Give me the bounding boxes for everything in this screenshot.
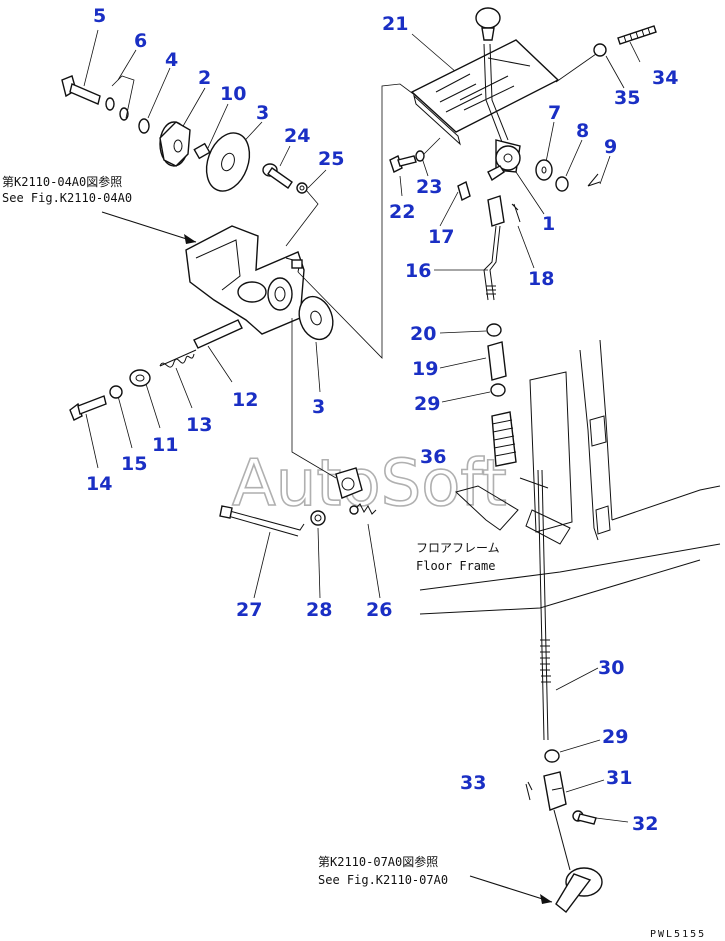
bolt-part-22 xyxy=(389,155,417,173)
bolt-part-14 xyxy=(69,395,107,421)
washer-3-lower xyxy=(298,295,334,341)
callout-19: 19 xyxy=(412,358,438,380)
nut-part-29-lower xyxy=(544,749,560,763)
nut-part-8 xyxy=(555,176,569,192)
callout-22: 22 xyxy=(389,201,415,223)
rod-part-16 xyxy=(483,195,505,301)
rod-part-27 xyxy=(219,505,305,537)
leader-lines xyxy=(83,29,641,823)
cap-part-11 xyxy=(129,369,151,387)
nut-part-20 xyxy=(486,323,502,337)
callout-3-lower: 3 xyxy=(312,396,325,418)
floor-frame-note-jp: フロアフレーム xyxy=(416,541,500,555)
washer-part-6a xyxy=(105,97,115,111)
coupler-part-19 xyxy=(487,341,507,381)
callout-13: 13 xyxy=(186,414,212,436)
callout-36: 36 xyxy=(420,446,446,468)
callout-25: 25 xyxy=(318,148,344,170)
nut-part-29-upper xyxy=(490,383,506,397)
callout-34: 34 xyxy=(652,67,678,89)
reference-arrow-lower xyxy=(469,875,553,904)
lever-bracket xyxy=(185,225,305,335)
lever-plate-part-21 xyxy=(410,39,560,146)
callout-14: 14 xyxy=(86,473,112,495)
bellcrank xyxy=(335,467,363,499)
callout-5: 5 xyxy=(93,5,106,27)
callout-4: 4 xyxy=(165,49,178,71)
bolt-part-24 xyxy=(262,163,293,189)
callout-16: 16 xyxy=(405,260,431,282)
callout-33: 33 xyxy=(460,772,486,794)
callout-12: 12 xyxy=(232,389,258,411)
drawing-code: PWL5155 xyxy=(650,929,706,940)
callout-27: 27 xyxy=(236,599,262,621)
callout-10: 10 xyxy=(220,83,246,105)
callout-35: 35 xyxy=(614,87,640,109)
pin-part-9 xyxy=(587,173,601,187)
callout-1: 1 xyxy=(542,213,555,235)
rod-part-12 xyxy=(193,319,243,349)
nut-part-15 xyxy=(109,385,123,399)
callout-20: 20 xyxy=(410,323,436,345)
lower-lever xyxy=(553,809,603,913)
floor-frame-note-en: Floor Frame xyxy=(416,559,495,573)
pulley-part-2 xyxy=(159,121,191,167)
callout-30: 30 xyxy=(598,657,624,679)
spring-part-13 xyxy=(159,349,197,368)
rod-part-30 xyxy=(537,469,551,741)
callout-26: 26 xyxy=(366,599,392,621)
callout-17: 17 xyxy=(428,226,454,248)
callout-21: 21 xyxy=(382,13,408,35)
washer-part-23 xyxy=(415,150,425,162)
reference-note-2-jp: 第K2110-07A0図参照 xyxy=(318,854,438,869)
reference-note-2-en: See Fig.K2110-07A0 xyxy=(318,873,448,887)
callout-29-upper: 29 xyxy=(414,393,440,415)
callout-31: 31 xyxy=(606,767,632,789)
nut-part-25 xyxy=(296,182,308,194)
pin-part-10 xyxy=(193,142,211,160)
callout-29-lower: 29 xyxy=(602,726,628,748)
lever-shaft-part-1 xyxy=(475,7,521,182)
reference-arrow-upper xyxy=(101,211,197,244)
bolt-part-34 xyxy=(617,25,657,45)
nut-part-28 xyxy=(310,510,326,526)
callout-2: 2 xyxy=(198,67,211,89)
spring-part-26 xyxy=(349,503,377,515)
callout-3-upper: 3 xyxy=(256,102,269,124)
callout-15: 15 xyxy=(121,453,147,475)
callout-32: 32 xyxy=(632,813,658,835)
ring-part-4 xyxy=(138,118,150,134)
floor-frame xyxy=(419,339,721,615)
callouts: 5 6 4 2 10 3 24 25 21 34 35 7 8 9 23 22 … xyxy=(86,5,678,835)
nut-part-35 xyxy=(593,43,607,57)
reference-note-1-en: See Fig.K2110-04A0 xyxy=(2,191,132,205)
callout-11: 11 xyxy=(152,434,178,456)
pin-part-17 xyxy=(457,180,471,202)
callout-24: 24 xyxy=(284,125,310,147)
pin-part-32 xyxy=(572,810,597,825)
boot-part-36 xyxy=(491,411,517,467)
callout-6: 6 xyxy=(134,30,147,52)
callout-23: 23 xyxy=(416,176,442,198)
reference-note-1-jp: 第K2110-04A0図参照 xyxy=(2,174,122,189)
callout-18: 18 xyxy=(528,268,554,290)
cotter-part-18 xyxy=(511,203,521,223)
bolt-part-5 xyxy=(61,75,101,105)
callout-9: 9 xyxy=(604,136,617,158)
washer-3-upper xyxy=(205,132,251,192)
washer-part-7 xyxy=(535,159,553,181)
callout-8: 8 xyxy=(576,120,589,142)
callout-7: 7 xyxy=(548,102,561,124)
callout-28: 28 xyxy=(306,599,332,621)
clevis-part-31 xyxy=(543,771,567,811)
cotter-part-33 xyxy=(525,781,533,801)
